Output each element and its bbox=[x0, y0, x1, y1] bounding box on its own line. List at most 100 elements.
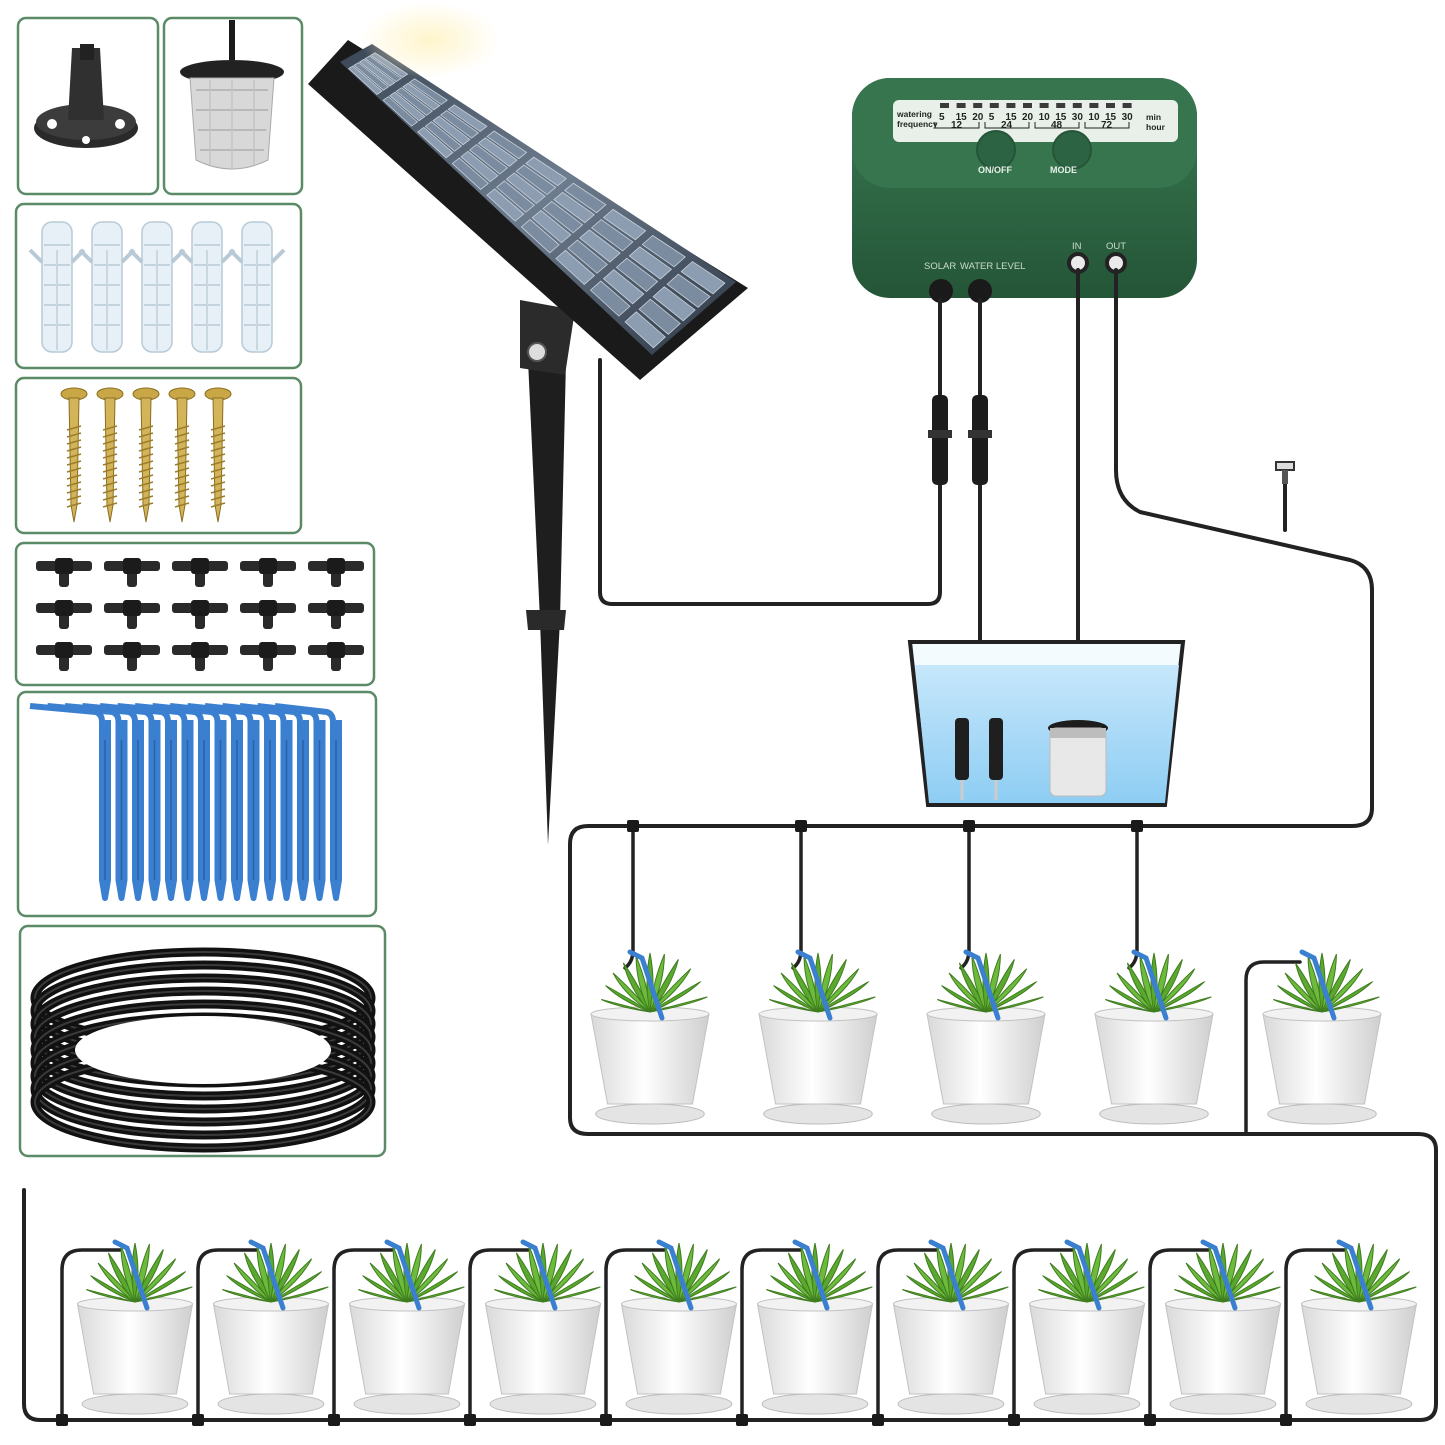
potted-plant-icon bbox=[484, 1239, 602, 1415]
solar-cell bbox=[389, 91, 426, 122]
panel-filter bbox=[162, 16, 304, 196]
hour-bracket bbox=[1034, 122, 1080, 129]
panel-stake-base bbox=[16, 16, 160, 196]
tee-joint bbox=[872, 1414, 884, 1426]
leaf bbox=[1086, 1271, 1139, 1303]
water bbox=[915, 665, 1179, 803]
saucer bbox=[1267, 1103, 1377, 1125]
hour-bracket bbox=[1084, 122, 1130, 129]
dripper bbox=[1336, 1239, 1374, 1311]
screw-icon bbox=[168, 387, 196, 523]
minute-value: 5 bbox=[989, 112, 995, 123]
drop-line bbox=[1148, 1248, 1210, 1422]
lcd-segment bbox=[1122, 103, 1132, 108]
leaf bbox=[226, 1275, 272, 1303]
sun-glare bbox=[360, 2, 500, 78]
tee-joint bbox=[1280, 1414, 1292, 1426]
leaf bbox=[1153, 981, 1206, 1013]
solar-cell bbox=[451, 157, 489, 191]
drop-line bbox=[623, 824, 635, 970]
kit-panels bbox=[14, 16, 387, 1158]
leaf bbox=[90, 1275, 136, 1303]
pot bbox=[1028, 1303, 1146, 1395]
leaf bbox=[1310, 1289, 1360, 1303]
port-solar[interactable] bbox=[929, 279, 953, 303]
cable-connectors bbox=[928, 395, 992, 485]
leaf bbox=[1358, 1258, 1401, 1303]
potted-plant-icon bbox=[758, 949, 878, 1125]
tee-joint bbox=[736, 1414, 748, 1426]
minute-value: 20 bbox=[1022, 112, 1034, 123]
leaf bbox=[630, 1289, 680, 1303]
pot bbox=[758, 1013, 878, 1105]
pot bbox=[892, 1303, 1010, 1395]
dripper bbox=[1299, 949, 1337, 1021]
tee-joint bbox=[795, 820, 807, 832]
dripper bbox=[963, 949, 1001, 1021]
leaf bbox=[766, 1289, 816, 1303]
leaf bbox=[814, 1271, 867, 1303]
dripper bbox=[248, 1239, 286, 1311]
coil-center bbox=[75, 1016, 331, 1084]
drop-line bbox=[468, 1248, 530, 1422]
panel-hose bbox=[18, 924, 387, 1158]
leaf bbox=[649, 996, 708, 1013]
tee-connector-icon bbox=[36, 558, 92, 587]
leaf bbox=[270, 1286, 329, 1303]
drip-stakes bbox=[29, 703, 342, 901]
tee-joint bbox=[600, 1414, 612, 1426]
onoff-button[interactable] bbox=[976, 130, 1016, 170]
leaf bbox=[1321, 996, 1380, 1013]
lcd-segment bbox=[1072, 103, 1082, 108]
tee-connector-icon bbox=[240, 558, 296, 587]
minute-value: 15 bbox=[1105, 112, 1117, 123]
potted-plant-icon bbox=[1300, 1239, 1418, 1415]
potted-plant-icon bbox=[212, 1239, 330, 1415]
tee-connector-icon bbox=[36, 600, 92, 629]
dripper bbox=[1064, 1239, 1102, 1311]
drop-lines bbox=[56, 820, 1346, 1426]
leaf bbox=[270, 1271, 323, 1303]
solar-cell bbox=[542, 200, 584, 234]
leaf bbox=[985, 968, 1028, 1013]
leaf bbox=[937, 999, 987, 1013]
lcd-segment bbox=[1006, 103, 1016, 108]
pot bbox=[590, 1013, 710, 1105]
saucer bbox=[217, 1393, 325, 1415]
solar-cell bbox=[602, 208, 647, 241]
drop-line bbox=[791, 824, 803, 970]
tee-connector-icon bbox=[308, 558, 364, 587]
port-water-level[interactable] bbox=[968, 279, 992, 303]
solar-cell bbox=[460, 150, 499, 183]
pot bbox=[926, 1013, 1046, 1105]
tee-connector-icon bbox=[36, 642, 92, 671]
hour-bracket bbox=[934, 122, 980, 129]
mode-button[interactable] bbox=[1052, 130, 1092, 170]
solar-cell bbox=[358, 58, 396, 87]
tee-connector-icon bbox=[104, 642, 160, 671]
minute-value: 10 bbox=[1039, 112, 1051, 123]
saucer bbox=[1099, 1103, 1209, 1125]
leaf bbox=[542, 1286, 601, 1303]
tee-connector-icon bbox=[308, 600, 364, 629]
leaf bbox=[950, 1271, 1003, 1303]
lcd-segment bbox=[956, 103, 966, 108]
leaf bbox=[406, 1286, 465, 1303]
leaf bbox=[817, 968, 860, 1013]
leaf bbox=[406, 1271, 459, 1303]
leaf bbox=[1321, 981, 1374, 1013]
leaf bbox=[1358, 1271, 1411, 1303]
solar-cell bbox=[591, 219, 634, 252]
timer-display bbox=[893, 100, 1178, 142]
solar-cell bbox=[624, 311, 666, 349]
tee-joint bbox=[192, 1414, 204, 1426]
solar-cell bbox=[408, 78, 448, 106]
solar-cable bbox=[598, 298, 942, 606]
port-solar-label: SOLAR bbox=[924, 261, 956, 272]
leaf bbox=[270, 1258, 313, 1303]
dripper bbox=[627, 949, 665, 1021]
port-out-label: OUT bbox=[1106, 241, 1126, 252]
pot bbox=[484, 1303, 602, 1395]
